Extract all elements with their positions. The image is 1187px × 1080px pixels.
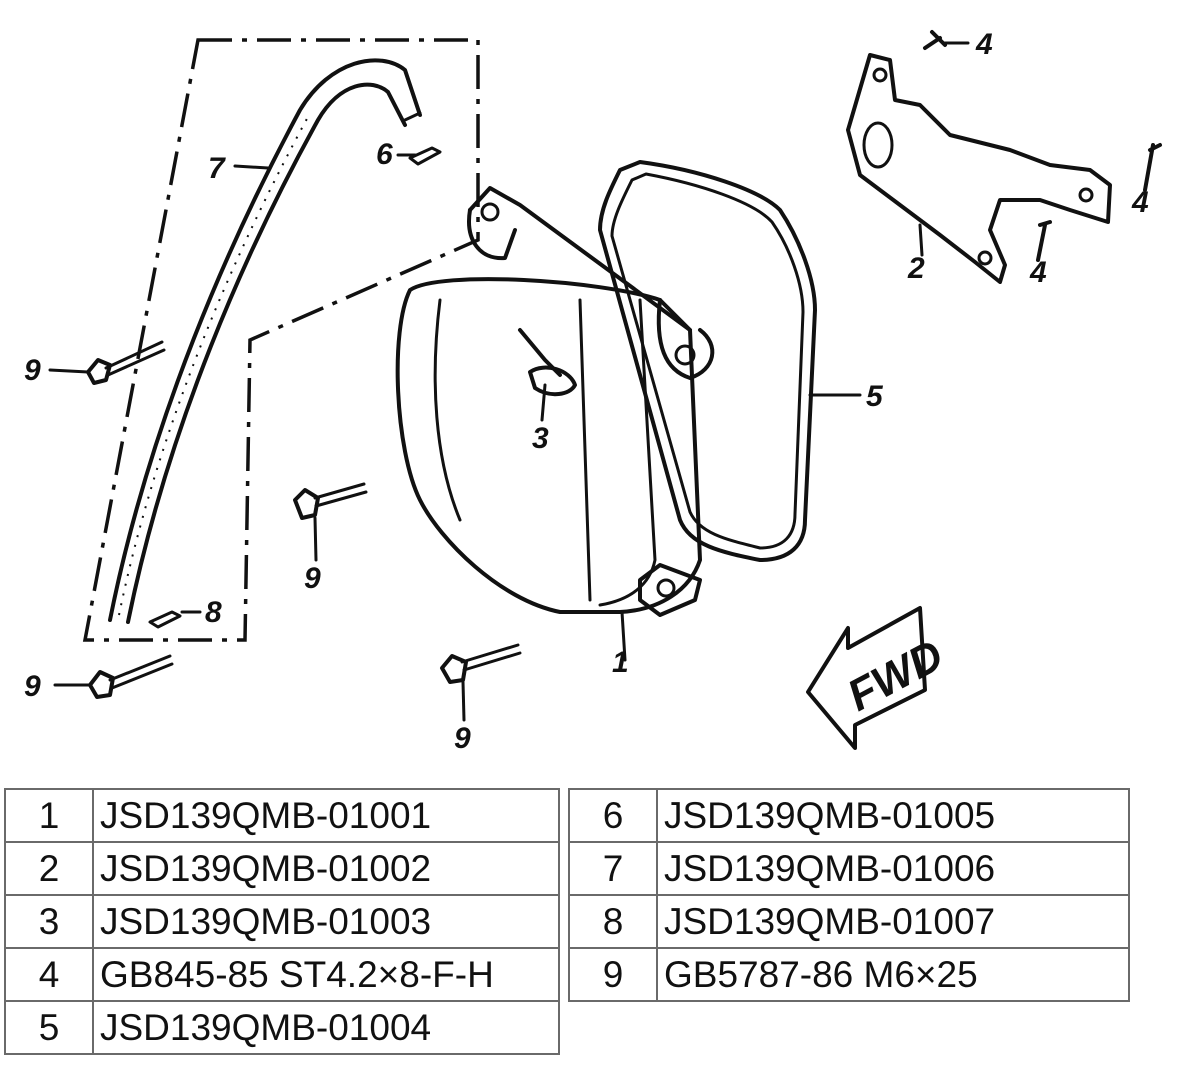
part-number-cell: 1 — [4, 788, 94, 843]
callout-4: 4 — [975, 28, 993, 61]
leader-line — [461, 680, 466, 722]
callout-1: 1 — [612, 646, 629, 679]
leader-line — [540, 383, 547, 422]
leader-line — [918, 223, 924, 257]
screw-icon — [1143, 143, 1162, 192]
part-code-cell: GB845-85 ST4.2×8-F-H — [92, 947, 560, 1002]
callout-4: 4 — [1029, 256, 1047, 289]
leader-line — [313, 516, 318, 562]
callout-9: 9 — [304, 562, 321, 595]
screw-icon — [1036, 220, 1052, 262]
part-code-cell: GB5787-86 M6×25 — [656, 947, 1130, 1002]
part-number-cell: 4 — [4, 947, 94, 1002]
callout-6: 6 — [376, 138, 393, 171]
forward-direction-arrow: FWD — [806, 606, 951, 750]
callout-3: 3 — [532, 422, 549, 455]
bolt-icon — [440, 643, 522, 684]
part-number-cell: 5 — [4, 1000, 94, 1055]
hose-clip-top — [408, 146, 442, 166]
part-number-cell: 8 — [568, 894, 658, 949]
callout-9: 9 — [454, 722, 471, 755]
part-code-cell: JSD139QMB-01007 — [656, 894, 1130, 949]
part-number-cell: 2 — [4, 841, 94, 896]
part-code-cell: JSD139QMB-01005 — [656, 788, 1130, 843]
leader-line — [620, 610, 627, 662]
part-code-cell: JSD139QMB-01002 — [92, 841, 560, 896]
bolt-icon — [88, 654, 174, 699]
part-number-cell: 9 — [568, 947, 658, 1002]
callout-4: 4 — [1131, 186, 1149, 219]
part-number-cell: 7 — [568, 841, 658, 896]
breather-hose — [108, 58, 422, 624]
callout-7: 7 — [208, 152, 226, 185]
hose-group-boundary — [82, 38, 480, 642]
cylinder-head-cover — [395, 186, 715, 617]
callout-9: 9 — [24, 354, 41, 387]
hose-clip-bottom — [148, 610, 182, 629]
bolt-icon — [293, 482, 368, 520]
bolt-icon — [86, 340, 166, 385]
part-number-cell: 6 — [568, 788, 658, 843]
breather-pipe-fitting — [518, 328, 577, 397]
leader-line — [233, 164, 270, 170]
part-code-cell: JSD139QMB-01001 — [92, 788, 560, 843]
part-code-cell: JSD139QMB-01004 — [92, 1000, 560, 1055]
callout-8: 8 — [205, 596, 222, 629]
part-number-cell: 3 — [4, 894, 94, 949]
exploded-parts-diagram: 1 2 3 4 4 4 5 6 7 8 9 9 9 9 FWD — [24, 28, 1162, 755]
part-code-cell: JSD139QMB-01003 — [92, 894, 560, 949]
callout-5: 5 — [866, 380, 884, 413]
leader-line — [48, 368, 90, 374]
part-code-cell: JSD139QMB-01006 — [656, 841, 1130, 896]
callout-9: 9 — [24, 670, 41, 703]
mounting-bracket — [846, 53, 1112, 284]
screw-icon — [923, 30, 947, 50]
callout-2: 2 — [907, 252, 925, 285]
cover-gasket — [598, 160, 817, 562]
